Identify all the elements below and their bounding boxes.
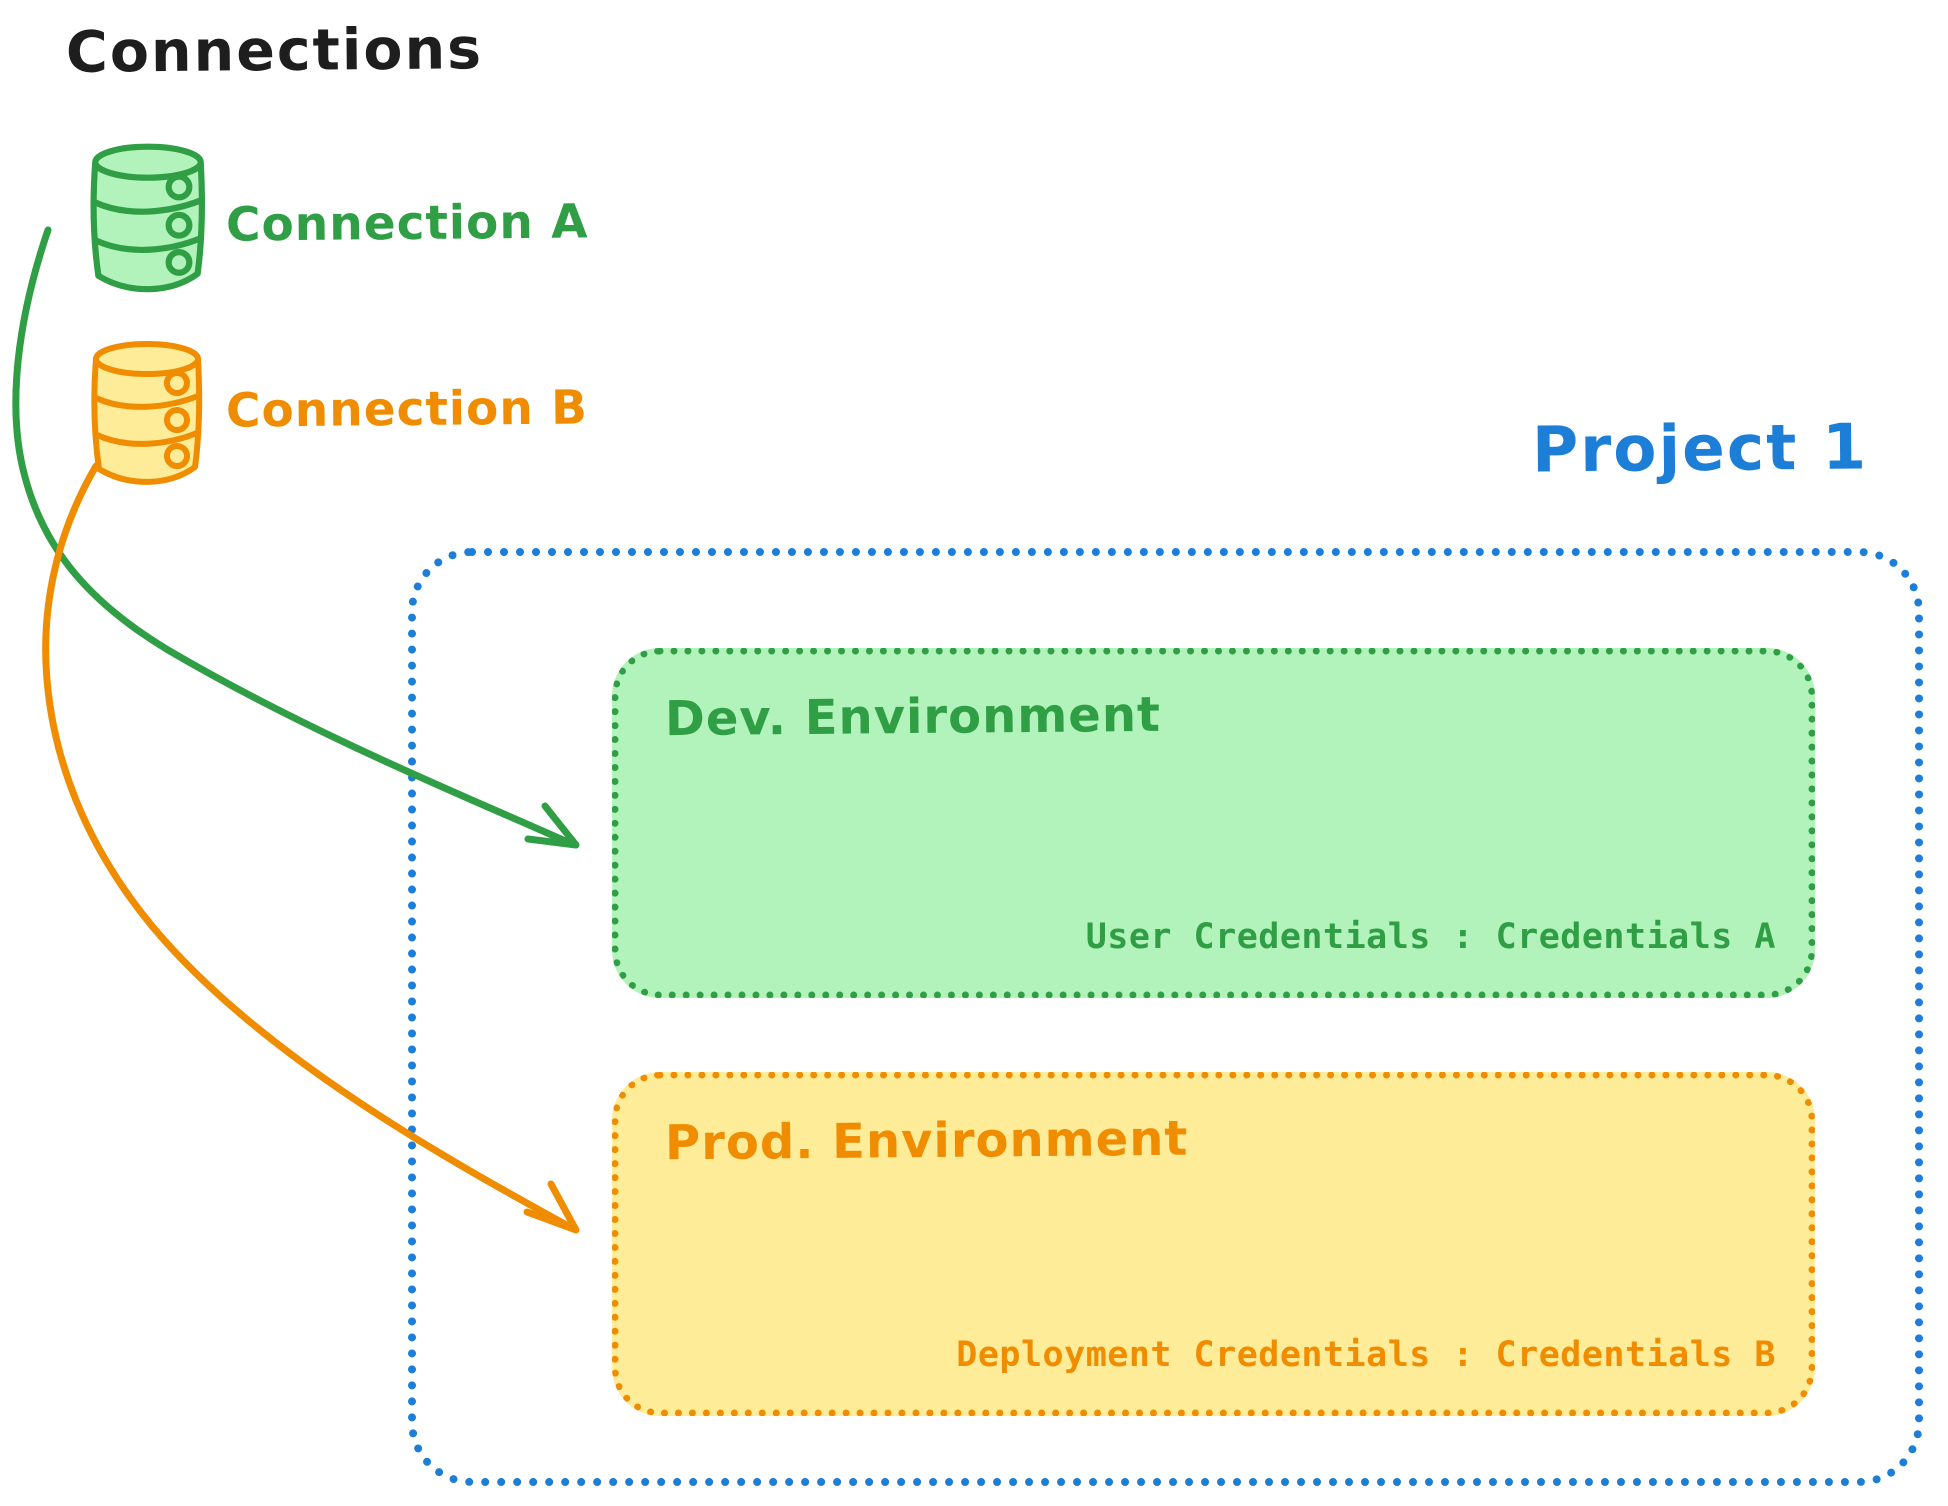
connection-a-label: Connection A (225, 194, 589, 253)
project-title: Project 1 (1531, 410, 1869, 487)
connections-title: Connections (65, 16, 484, 86)
database-icon (91, 341, 203, 485)
prod-environment-title: Prod. Environment (664, 1110, 1189, 1172)
prod-environment-credentials: Deployment Credentials : Credentials B (956, 1335, 1776, 1375)
dev-environment-credentials: User Credentials : Credentials A (1085, 917, 1776, 957)
dev-environment-title: Dev. Environment (664, 686, 1162, 748)
database-icon (90, 143, 206, 293)
connection-b-label: Connection B (225, 380, 589, 439)
dev-environment-box: Dev. Environment User Credentials : Cred… (612, 648, 1815, 998)
project-box: Dev. Environment User Credentials : Cred… (408, 548, 1923, 1486)
prod-environment-box: Prod. Environment Deployment Credentials… (612, 1072, 1815, 1416)
